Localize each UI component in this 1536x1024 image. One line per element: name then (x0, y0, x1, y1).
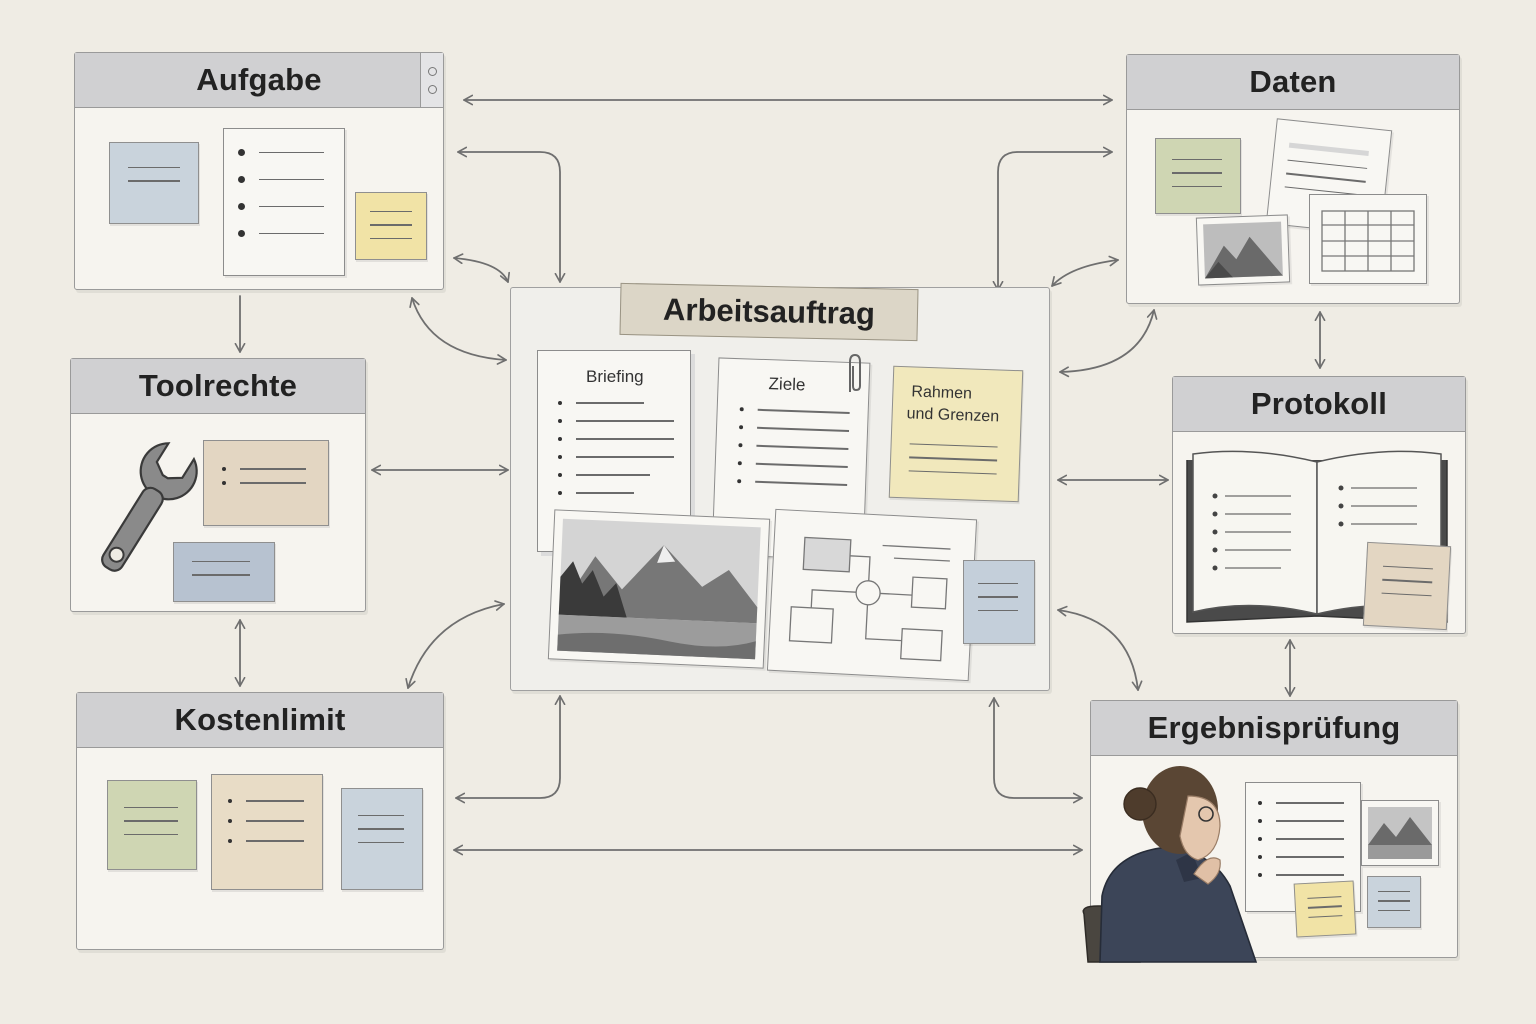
briefing-label: Briefing (586, 367, 644, 386)
sticky-note (1362, 541, 1452, 631)
arrow-task-center (457, 146, 566, 283)
task-window-title: Aufgabe (75, 53, 443, 108)
work-order-title: Arbeitsauftrag (619, 282, 919, 342)
data-window-title: Daten (1127, 55, 1459, 110)
cost-window[interactable]: Kostenlimit (76, 692, 444, 950)
tools-window[interactable]: Toolrechte (70, 358, 366, 612)
data-window[interactable]: Daten (1126, 54, 1460, 304)
arrow-cost-center (405, 600, 505, 689)
arrow-center-review-2 (988, 697, 1083, 804)
mountain-photo-icon (1361, 800, 1439, 866)
wrench-icon (101, 442, 198, 572)
sticky-note (173, 542, 275, 602)
sticky-note (355, 192, 427, 260)
sticky-note (963, 560, 1035, 644)
flowchart-icon (766, 508, 978, 682)
arrow-data-center-2 (1051, 255, 1119, 287)
paperclip-icon (849, 353, 861, 392)
sticky-note (203, 440, 329, 526)
task-window[interactable]: Aufgabe (74, 52, 444, 290)
arrow-center-review (1057, 605, 1143, 691)
task-checklist-document (223, 128, 345, 276)
sticky-note (211, 774, 323, 890)
mountain-photo-icon (547, 509, 771, 669)
arrow-cost-center-2 (455, 695, 566, 804)
table-sheet-icon (1309, 194, 1427, 284)
arrow-data-center-3 (1059, 309, 1158, 378)
work-order-panel[interactable]: Briefing Ziele Rahmen und Grenzen (510, 287, 1050, 691)
arrow-task-center-2 (453, 253, 511, 283)
log-window[interactable]: Protokoll (1172, 376, 1466, 634)
arrow-data-center (992, 146, 1113, 291)
sticky-note (1155, 138, 1241, 214)
tools-window-title: Toolrechte (71, 359, 365, 414)
sticky-note (341, 788, 423, 890)
cost-window-title: Kostenlimit (77, 693, 443, 748)
reviewer-person-icon (1082, 766, 1258, 963)
goals-label: Ziele (768, 374, 806, 395)
sticky-note (109, 142, 199, 224)
arrow-task-center-3 (409, 297, 507, 365)
sticky-note (107, 780, 197, 870)
sticky-note (1367, 876, 1421, 928)
mountain-photo-icon (1195, 214, 1291, 286)
window-scroll-handle[interactable] (420, 53, 443, 107)
sticky-note (1293, 880, 1357, 938)
log-window-title: Protokoll (1173, 377, 1465, 432)
frame-and-limits-note: Rahmen und Grenzen (888, 365, 1024, 503)
review-window-title: Ergebnisprüfung (1091, 701, 1457, 756)
